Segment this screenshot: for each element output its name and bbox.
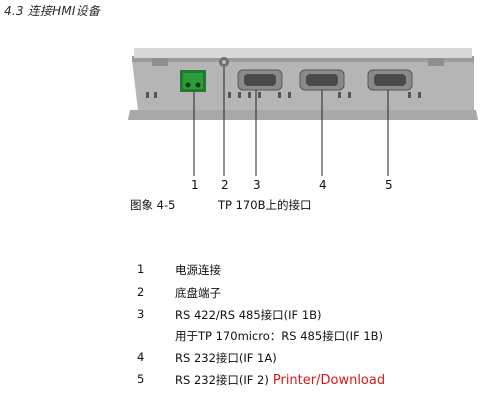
legend-description: RS 232接口(IF 2)Printer/Download bbox=[175, 372, 385, 388]
vent-slots bbox=[146, 92, 421, 98]
port-if2-icon bbox=[367, 69, 413, 91]
legend-description-text: RS 232接口(IF 2) bbox=[175, 373, 269, 387]
section-heading: 4.3 连接HMI设备 bbox=[4, 4, 101, 18]
legend-description: RS 232接口(IF 1A) bbox=[175, 351, 277, 365]
device-housing-edge bbox=[132, 56, 474, 62]
housing-clip-right bbox=[428, 58, 444, 66]
callout-1: 1 bbox=[191, 178, 199, 192]
callout-2: 2 bbox=[221, 178, 229, 192]
device-housing-bottom bbox=[128, 110, 478, 120]
legend-description: 用于TP 170micro：RS 485接口(IF 1B) bbox=[175, 329, 384, 343]
legend-description: 电源连接 bbox=[175, 263, 221, 277]
port-if1b-icon bbox=[237, 69, 283, 91]
callout-lines bbox=[193, 67, 389, 176]
port-if1a-icon bbox=[299, 69, 345, 91]
figure-caption-title: TP 170B上的接口 bbox=[218, 198, 312, 212]
callout-5: 5 bbox=[385, 178, 393, 192]
legend-number: 3 bbox=[137, 307, 145, 321]
legend-number: 1 bbox=[137, 262, 145, 276]
legend-number: 2 bbox=[137, 285, 145, 299]
housing-clip-left bbox=[152, 58, 168, 66]
device-housing-rim bbox=[134, 48, 472, 58]
legend-number: 4 bbox=[137, 350, 145, 364]
interface-diagram bbox=[128, 48, 478, 176]
figure-caption-label: 图象 4-5 bbox=[130, 198, 176, 212]
printer-download-link[interactable]: Printer/Download bbox=[272, 373, 386, 388]
power-connector-icon bbox=[180, 70, 206, 92]
callout-3: 3 bbox=[253, 178, 261, 192]
chassis-terminal-icon bbox=[219, 57, 229, 67]
legend-description: RS 422/RS 485接口(IF 1B) bbox=[175, 308, 322, 322]
legend-description: 底盘端子 bbox=[175, 286, 221, 300]
legend-number: 5 bbox=[137, 372, 145, 386]
callout-4: 4 bbox=[319, 178, 327, 192]
